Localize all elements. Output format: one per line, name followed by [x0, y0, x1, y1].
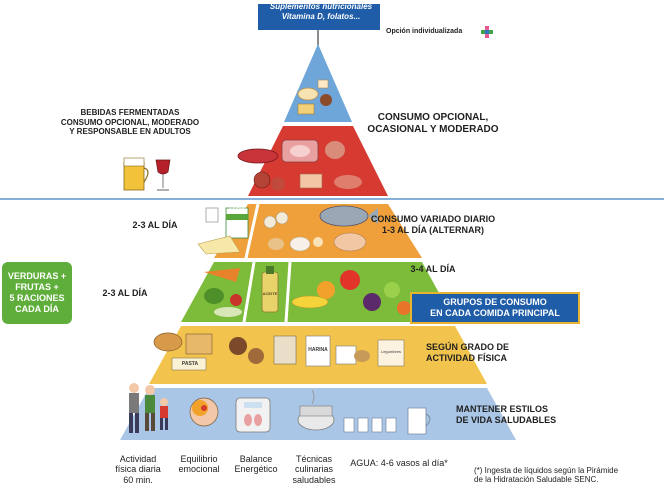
- veg-separator-2: [284, 261, 292, 323]
- brain-balance-icon: [189, 397, 219, 427]
- family-icon: [129, 383, 168, 433]
- legumes-pack-label: Legumbres: [380, 349, 401, 354]
- cereals-activity-label: SEGÚN GRADO DE ACTIVIDAD FÍSICA: [426, 342, 510, 363]
- caption-cooking-techniques: Técnicas culinarias saludables: [292, 454, 336, 485]
- supplements-flag-text: Suplementos nutricionales Vitamina D, fo…: [262, 2, 380, 30]
- hydration-footnote: (*) Ingesta de líquidos según la Pirámid…: [474, 466, 619, 485]
- vegetables-fruits-badge: VERDURAS + FRUTAS + 5 RACIONES CADA DÍA: [2, 262, 72, 324]
- milk-carton-label: LECHE: [229, 207, 247, 213]
- protein-food-icons: [263, 205, 378, 252]
- fruits-frequency-label: 3-4 AL DÍA: [410, 264, 456, 274]
- supplements-flag: [258, 4, 380, 30]
- pasta-pack-label: PASTA: [181, 361, 199, 367]
- dairy-separator: [244, 203, 260, 259]
- fruit-food-icons: [291, 270, 411, 315]
- dairy-food-icons: [197, 207, 249, 255]
- cereal-food-icons: [153, 332, 405, 371]
- personalized-option-icon: [481, 26, 493, 38]
- lifestyle-label: MANTENER ESTILOS DE VIDA SALUDABLES: [456, 404, 557, 425]
- consumption-groups-box: GRUPOS DE CONSUMO EN CADA COMIDA PRINCIP…: [410, 292, 580, 324]
- dairy-frequency-label: 2-3 AL DÍA: [132, 220, 178, 230]
- fermented-drinks-label: BEBIDAS FERMENTADAS CONSUMO OPCIONAL, MO…: [60, 108, 200, 137]
- flour-pack-label: HARINA: [308, 347, 328, 353]
- scale-icon: [235, 397, 271, 433]
- caption-water: AGUA: 4-6 vasos al día*: [350, 458, 448, 468]
- veg-separator-1: [242, 261, 256, 323]
- water-glasses-icon: [343, 407, 431, 435]
- caption-energy-balance: Balance Energético: [234, 454, 278, 475]
- cooking-pot-icon: [297, 389, 335, 431]
- olive-oil-frequency-label: 2-3 AL DÍA: [102, 288, 148, 298]
- varied-consumption-label: CONSUMO VARIADO DIARIO 1-3 AL DÍA (ALTER…: [370, 214, 496, 235]
- caption-emotional-balance: Equilibrio emocional: [178, 454, 220, 475]
- olive-oil-icon: [261, 266, 279, 313]
- caption-physical-activity: Actividad física diaria 60 min.: [115, 454, 161, 485]
- red-tier-food-icons: [237, 139, 362, 191]
- beer-wine-icon: [123, 157, 171, 191]
- olive-oil-bottle-label: ACEITE: [262, 291, 278, 296]
- flag-line-2: Vitamina D, folatos...: [281, 12, 361, 22]
- optional-consumption-label: CONSUMO OPCIONAL, OCASIONAL Y MODERADO: [367, 112, 499, 135]
- apex-food-icons: [297, 79, 332, 115]
- flag-line-1: Suplementos nutricionales: [269, 2, 373, 11]
- vegetable-food-icons: [204, 268, 242, 317]
- personalized-option-label: Opción individualizada: [386, 28, 463, 35]
